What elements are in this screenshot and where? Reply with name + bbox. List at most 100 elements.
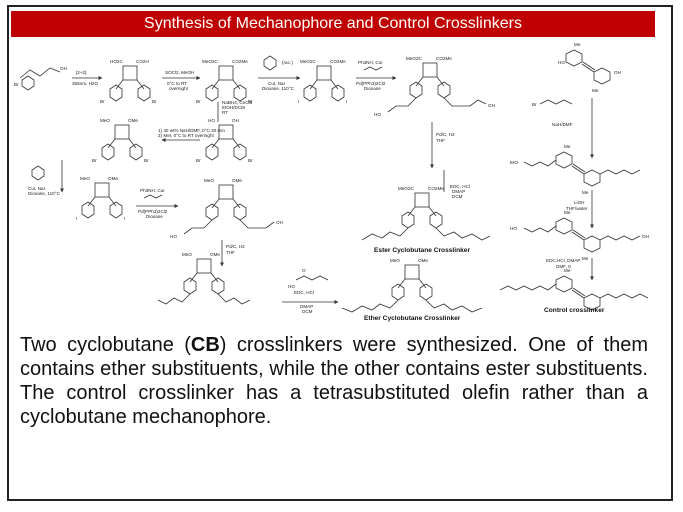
reaction-condition: Dioxane: [146, 214, 163, 219]
atom-label: MeO: [80, 176, 90, 181]
atom-label: Br: [92, 158, 97, 163]
reaction-condition: EDC.HCl, DMAP: [546, 258, 580, 263]
reaction-condition: CuI, NaI: [268, 81, 285, 86]
atom-label: EtO: [510, 160, 518, 165]
reaction-condition: RT: [222, 110, 228, 115]
caption-part: Two cyclobutane (: [20, 334, 191, 356]
dimethylether-cb-bromide: MeO OMe Br Br: [92, 118, 149, 163]
atom-label: Me: [574, 42, 581, 47]
diester-cb-iodide: MeO2C CO2Me I I: [298, 59, 347, 104]
reaction-condition: Pd/C, H2: [436, 132, 455, 137]
atom-label: HO: [208, 118, 215, 123]
atom-label: HO: [374, 112, 381, 117]
atom-label: HO: [510, 226, 517, 231]
atom-label: OMe: [232, 178, 242, 183]
atom-label: MeO2C: [406, 56, 423, 61]
reaction-condition: EtOH/DCM: [222, 105, 245, 110]
synthesis-scheme: Br OH [2+2] 365nm, H2O HO2C CO2H Br Br S…: [14, 42, 649, 322]
slide-title: Synthesis of Mechanophore and Control Cr…: [11, 11, 655, 37]
atom-label: MeO: [182, 252, 192, 257]
reaction-condition: Dioxane, 110°C: [262, 86, 295, 91]
control-crosslinker-label: Control crosslinker: [544, 307, 605, 314]
pentenoic-acid-reagent: HO O: [288, 268, 329, 289]
atom-label: HO: [558, 60, 565, 65]
atom-label: Br: [152, 99, 157, 104]
atom-label: Me: [564, 210, 571, 215]
atom-label: OH: [232, 118, 239, 123]
bromo-ester-reagent: Br: [532, 99, 573, 107]
reaction-condition: EDC, HCl: [450, 184, 470, 189]
atom-label: OH: [488, 103, 495, 108]
atom-label: Br: [196, 158, 201, 163]
reaction-condition: 2) MeI, 0°C to RT overnight: [158, 133, 215, 138]
diacid-stilbene: Me Me HO OH: [510, 210, 649, 261]
atom-label: OMe: [418, 258, 428, 263]
reaction-condition: SOCl2, MeOH: [165, 70, 194, 75]
atom-label: Br: [14, 82, 19, 87]
caption-bold-cb: CB: [190, 334, 220, 356]
atom-label: HO: [170, 234, 177, 239]
reaction-condition: Pd(PPh3)2Cl2: [138, 209, 168, 214]
reaction-condition: LiOH: [574, 200, 584, 205]
reaction-condition: DMAP: [452, 189, 465, 194]
diol-cb-bromide: HO OH Br Br: [196, 118, 253, 163]
reaction-condition: 1) 40 wt% NaH/DMF, 0°C 30 min: [158, 128, 225, 133]
atom-label: OH: [60, 66, 67, 71]
atom-label: I: [124, 216, 125, 221]
reaction-condition: DMAP: [300, 304, 313, 309]
atom-label: Br: [532, 102, 537, 107]
reaction-condition: NaH/DMF: [552, 122, 573, 127]
atom-label: HO2C: [110, 59, 123, 64]
reaction-condition: 365nm, H2O: [72, 81, 98, 86]
atom-label: HO: [288, 284, 295, 289]
atom-label: Me: [564, 268, 571, 273]
atom-label: Br: [144, 158, 149, 163]
atom-label: OMe: [108, 176, 118, 181]
atom-label: OMe: [210, 252, 220, 257]
reaction-condition: Pd/C, H2: [226, 244, 245, 249]
atom-label: I: [76, 216, 77, 221]
reaction-condition: DCM: [452, 194, 463, 199]
reaction-condition: Pd(PPh3)2Cl2: [356, 81, 386, 86]
reaction-condition: DMF, rt: [556, 264, 572, 269]
atom-label: CO2Me: [436, 56, 452, 61]
atom-label: CO2H: [136, 59, 149, 64]
dicarboxylic-acid-cb: HO2C CO2H Br Br: [100, 59, 157, 104]
atom-label: MeO2C: [202, 59, 219, 64]
atom-label: Me: [592, 88, 599, 93]
atom-label: OH: [614, 70, 621, 75]
reaction-condition: Ph3NH, CuI: [140, 188, 165, 193]
reaction-condition: 0°C to RT: [167, 81, 187, 86]
atom-label: O: [302, 268, 306, 273]
atom-label: MeO: [100, 118, 110, 123]
control-crosslinker: Me: [499, 268, 649, 311]
atom-label: MeO2C: [398, 186, 415, 191]
caption-part: ) crosslinkers were synthesized. One of …: [20, 334, 648, 428]
dimethylether-cb-iodide: MeO OMe I I: [76, 176, 125, 221]
diester-cb-bromide: MeO2C CO2Me Br Br: [196, 59, 253, 104]
atom-label: Br: [100, 99, 105, 104]
ester-crosslinker-label: Ester Cyclobutane Crosslinker: [374, 247, 470, 254]
dimethylether-cb-diol-saturated: MeO OMe: [157, 252, 251, 305]
diester-cb-alkyne-alcohol: MeO2C CO2Me HO OH: [374, 56, 495, 117]
atom-label: I: [346, 99, 347, 104]
atom-label: OMe: [128, 118, 138, 123]
atom-label: Br: [196, 99, 201, 104]
caption-text: Two cyclobutane (CB) crosslinkers were s…: [20, 333, 648, 429]
ether-crosslinker-label: Ether Cyclobutane Crosslinker: [364, 315, 461, 322]
atom-label: CO2Me: [232, 59, 248, 64]
start-cinnamic-acid: Br OH: [14, 66, 67, 91]
atom-label: CO2Me: [428, 186, 444, 191]
atom-label: Me: [564, 144, 571, 149]
reaction-condition: overnight: [169, 86, 189, 91]
diol-stilbene: HO OH Me Me: [558, 42, 621, 93]
atom-label: OH: [642, 234, 649, 239]
reaction-condition: Dioxane, 110°C: [28, 191, 61, 196]
reaction-condition: THF: [226, 250, 235, 255]
atom-label: MeO: [204, 178, 214, 183]
slide-frame: [7, 5, 673, 501]
reaction-condition: THF/water: [566, 206, 588, 211]
ester-cyclobutane-crosslinker: MeO2C CO2Me: [361, 186, 491, 241]
atom-label: MeO: [390, 258, 400, 263]
atom-label: I: [298, 99, 299, 104]
